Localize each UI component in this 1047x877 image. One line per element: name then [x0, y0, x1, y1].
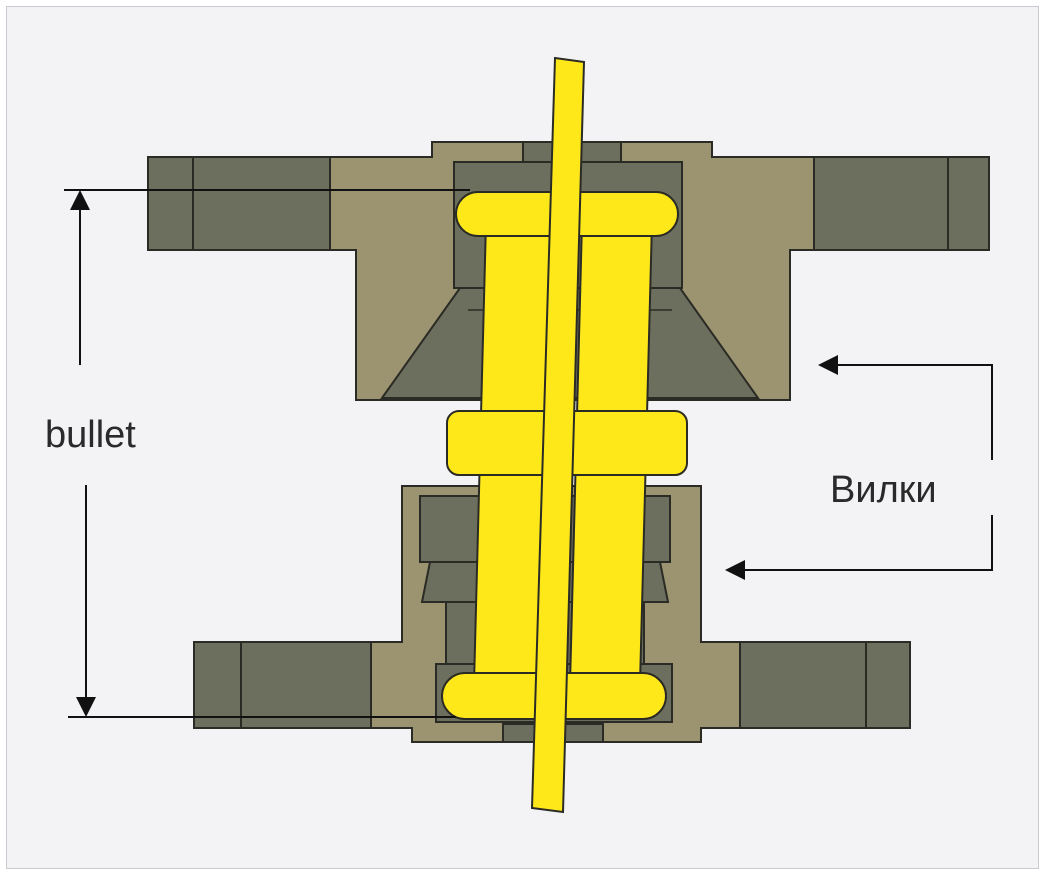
forks-leader-top: [818, 355, 993, 460]
upper-left-flange: [147, 156, 331, 251]
bullet-pin: [530, 56, 586, 814]
lower-right-flange: [739, 641, 911, 729]
forks-callout: Вилки: [725, 355, 993, 580]
bullet-dimension: bullet: [45, 189, 470, 718]
bullet-label: bullet: [45, 414, 136, 456]
upper-right-flange: [813, 156, 990, 251]
lower-left-flange: [193, 641, 372, 729]
forks-label: Вилки: [830, 469, 937, 511]
forks-leader-bottom: [725, 515, 993, 580]
bullet: [441, 56, 688, 814]
